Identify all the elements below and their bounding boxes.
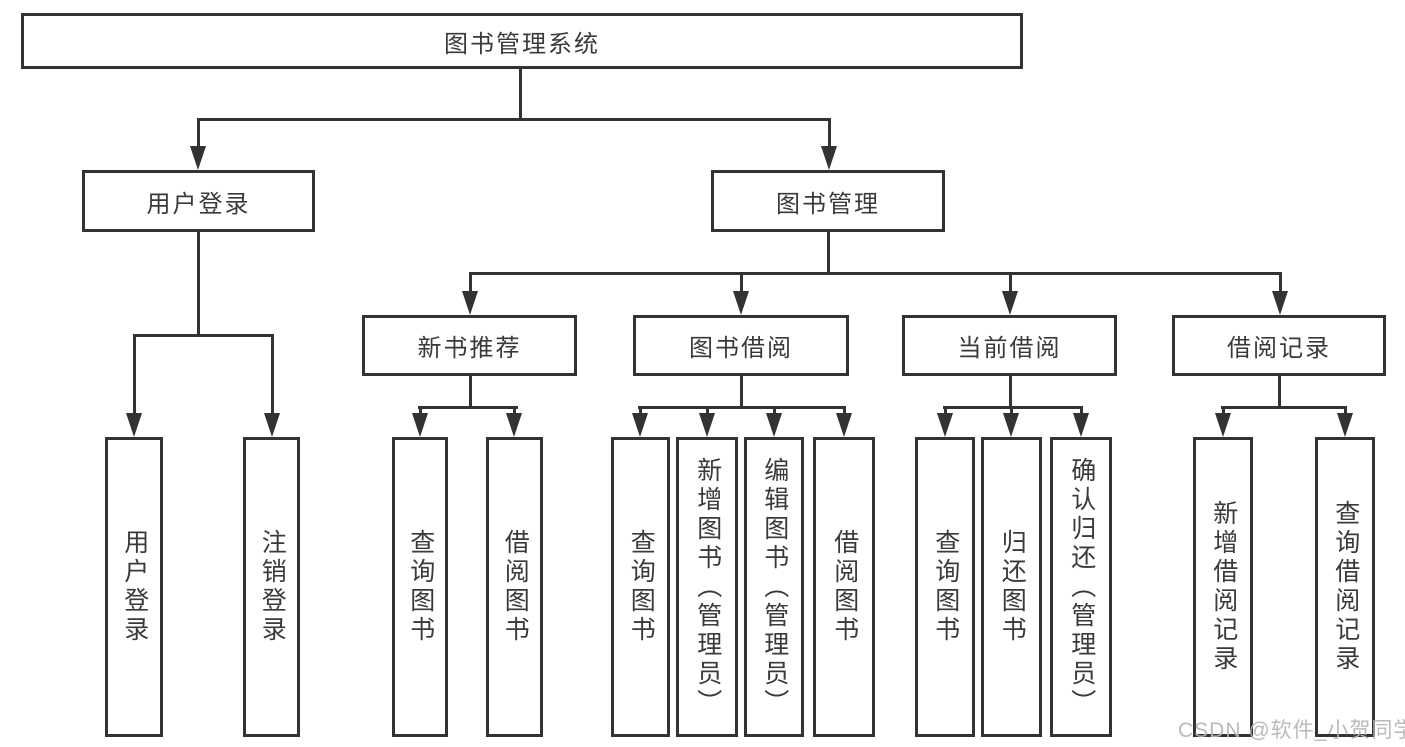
connector-line [469, 272, 472, 294]
arrow-down-icon [733, 291, 749, 315]
leaf-label: 查询图书 [931, 529, 960, 645]
connector-line [513, 406, 516, 416]
leaf-query-borrow-record: 查询借阅记录 [1315, 437, 1375, 737]
leaf-label: 查询图书 [627, 529, 656, 645]
arrow-down-icon [836, 413, 852, 437]
node-user-login: 用户登录 [82, 170, 315, 232]
leaf-borrow-books: 借阅图书 [813, 437, 875, 737]
connector-line [706, 406, 709, 416]
node-borrow-records: 借阅记录 [1172, 315, 1386, 376]
connector-line [740, 376, 743, 406]
arrow-down-icon [1073, 413, 1089, 437]
leaf-borrow-books-recommend: 借阅图书 [486, 437, 543, 737]
leaf-label: 查询图书 [406, 529, 435, 645]
connector-line [843, 406, 846, 416]
leaf-label: 新增借阅记录 [1209, 500, 1238, 674]
connector-line [1222, 406, 1225, 416]
leaf-add-borrow-record: 新增借阅记录 [1193, 437, 1253, 737]
node-book-management: 图书管理 [711, 170, 945, 232]
leaf-edit-books-admin: 编辑图书（管理员） [744, 437, 804, 737]
connector-line [197, 118, 831, 121]
arrow-down-icon [1002, 291, 1018, 315]
connector-line [740, 272, 743, 294]
connector-line [133, 334, 273, 337]
arrow-down-icon [506, 413, 522, 437]
csdn-watermark: CSDN @软件_小贺同学 [1178, 719, 1405, 742]
leaf-label: 注销登录 [258, 529, 287, 645]
arrow-down-icon [462, 291, 478, 315]
leaf-label: 查询借阅记录 [1331, 500, 1360, 674]
arrow-down-icon [1003, 413, 1019, 437]
node-new-book-recommend: 新书推荐 [362, 315, 577, 376]
leaf-label: 编辑图书（管理员） [760, 456, 789, 718]
leaf-label: 确认归还（管理员） [1067, 456, 1096, 718]
connector-line [638, 406, 846, 409]
leaf-query-books-recommend: 查询图书 [392, 437, 448, 737]
node-book-borrow: 图书借阅 [633, 315, 849, 376]
arrow-down-icon [1215, 413, 1231, 437]
connector-line [773, 406, 776, 416]
leaf-query-books-borrow: 查询图书 [611, 437, 670, 737]
connector-line [519, 69, 522, 118]
connector-line [419, 406, 422, 416]
arrow-down-icon [766, 413, 782, 437]
connector-line [828, 118, 831, 148]
arrow-down-icon [1337, 413, 1353, 437]
arrow-down-icon [1272, 291, 1288, 315]
leaf-logout: 注销登录 [243, 437, 300, 737]
connector-line [1009, 376, 1012, 406]
arrow-down-icon [937, 413, 953, 437]
connector-line [469, 272, 1282, 275]
connector-line [1344, 406, 1347, 416]
connector-line [133, 334, 136, 414]
leaf-query-books-current: 查询图书 [915, 437, 975, 737]
leaf-label: 归还图书 [998, 529, 1027, 645]
leaf-add-books-admin: 新增图书（管理员） [676, 437, 738, 737]
connector-line [469, 376, 472, 406]
connector-line [1010, 406, 1013, 416]
connector-line [1080, 406, 1083, 416]
arrow-down-icon [699, 413, 715, 437]
leaf-label: 用户登录 [120, 529, 149, 645]
leaf-label: 借阅图书 [830, 529, 859, 645]
leaf-user-login: 用户登录 [105, 437, 163, 737]
arrow-down-icon [126, 413, 142, 437]
arrow-down-icon [412, 413, 428, 437]
connector-line [197, 232, 200, 334]
connector-line [1221, 406, 1347, 409]
arrow-down-icon [632, 413, 648, 437]
connector-line [1278, 376, 1281, 406]
connector-line [418, 406, 518, 409]
leaf-return-books: 归还图书 [981, 437, 1042, 737]
connector-line [827, 232, 830, 272]
leaf-confirm-return-admin: 确认归还（管理员） [1050, 437, 1112, 737]
connector-line [197, 118, 200, 148]
connector-line [943, 406, 1083, 409]
arrow-down-icon [821, 146, 837, 170]
connector-line [944, 406, 947, 416]
leaf-label: 借阅图书 [501, 529, 530, 645]
connector-line [271, 334, 274, 414]
node-current-borrow: 当前借阅 [902, 315, 1117, 376]
leaf-label: 新增图书（管理员） [693, 456, 722, 718]
arrow-down-icon [264, 413, 280, 437]
connector-line [639, 406, 642, 416]
arrow-down-icon [190, 146, 206, 170]
connector-line [1009, 272, 1012, 294]
node-root: 图书管理系统 [21, 13, 1023, 69]
connector-line [1279, 272, 1282, 294]
